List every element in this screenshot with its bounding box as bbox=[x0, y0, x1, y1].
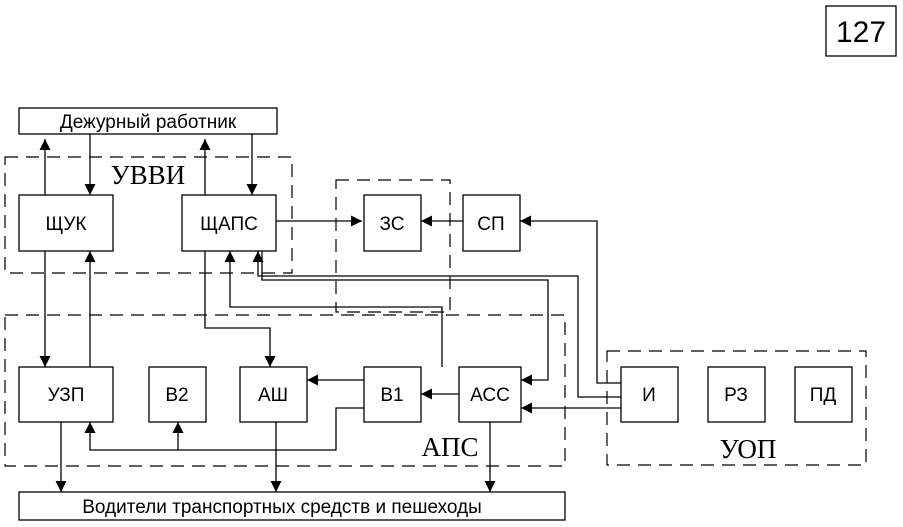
arrow-i-to-sp bbox=[520, 215, 621, 384]
block-v2-label: В2 bbox=[165, 385, 188, 406]
block-uzp: УЗП bbox=[18, 366, 114, 423]
group-aps: АПС bbox=[4, 314, 566, 467]
arrow-schaps-to-ass bbox=[261, 251, 549, 386]
page-number: 127 bbox=[825, 5, 897, 57]
block-duty-worker: Дежурный работник bbox=[18, 107, 278, 135]
block-sp: СП bbox=[462, 194, 521, 252]
block-ash: АШ bbox=[239, 366, 308, 423]
block-schuk-label: ЩУК bbox=[46, 214, 87, 235]
connections bbox=[39, 134, 621, 492]
block-v1: В1 bbox=[363, 366, 422, 423]
block-schaps-label: ЩАПС bbox=[200, 214, 258, 235]
group-uop-label: УОП bbox=[720, 434, 777, 464]
block-duty-worker-label: Дежурный работник bbox=[60, 112, 237, 133]
arrow-i-to-schaps bbox=[252, 251, 621, 398]
block-rz: РЗ bbox=[707, 366, 766, 423]
group-zs-region bbox=[335, 179, 451, 313]
block-pd: ПД bbox=[794, 366, 853, 423]
block-rz-label: РЗ bbox=[724, 385, 748, 406]
arrow-v1-to-uzp bbox=[84, 407, 364, 451]
block-sp-label: СП bbox=[477, 214, 504, 235]
block-i: И bbox=[620, 366, 679, 423]
page-number-text: 127 bbox=[836, 16, 886, 49]
block-zs-label: ЗС bbox=[380, 214, 405, 235]
group-uvvi: УВВИ bbox=[4, 156, 293, 274]
block-uzp-label: УЗП bbox=[48, 385, 85, 406]
block-ass-label: АСС bbox=[470, 385, 510, 406]
group-uvvi-label: УВВИ bbox=[111, 160, 186, 190]
group-uop: УОП bbox=[606, 350, 867, 466]
block-drivers-label: Водители транспортных средств и пешеходы bbox=[82, 497, 482, 518]
block-drivers: Водители транспортных средств и пешеходы bbox=[18, 491, 566, 521]
block-ash-label: АШ bbox=[258, 385, 288, 406]
block-v2: В2 bbox=[148, 366, 207, 423]
block-i-label: И bbox=[642, 385, 656, 406]
block-pd-label: ПД bbox=[810, 385, 837, 406]
block-v1-label: В1 bbox=[380, 385, 403, 406]
arrow-ass-to-schaps bbox=[224, 251, 443, 367]
group-aps-label: АПС bbox=[421, 432, 478, 462]
block-zs: ЗС bbox=[363, 194, 422, 252]
arrow-schaps-to-ash bbox=[204, 251, 276, 367]
block-ass: АСС bbox=[458, 366, 522, 423]
block-schaps: ЩАПС bbox=[181, 194, 277, 252]
block-schuk: ЩУК bbox=[18, 194, 114, 252]
